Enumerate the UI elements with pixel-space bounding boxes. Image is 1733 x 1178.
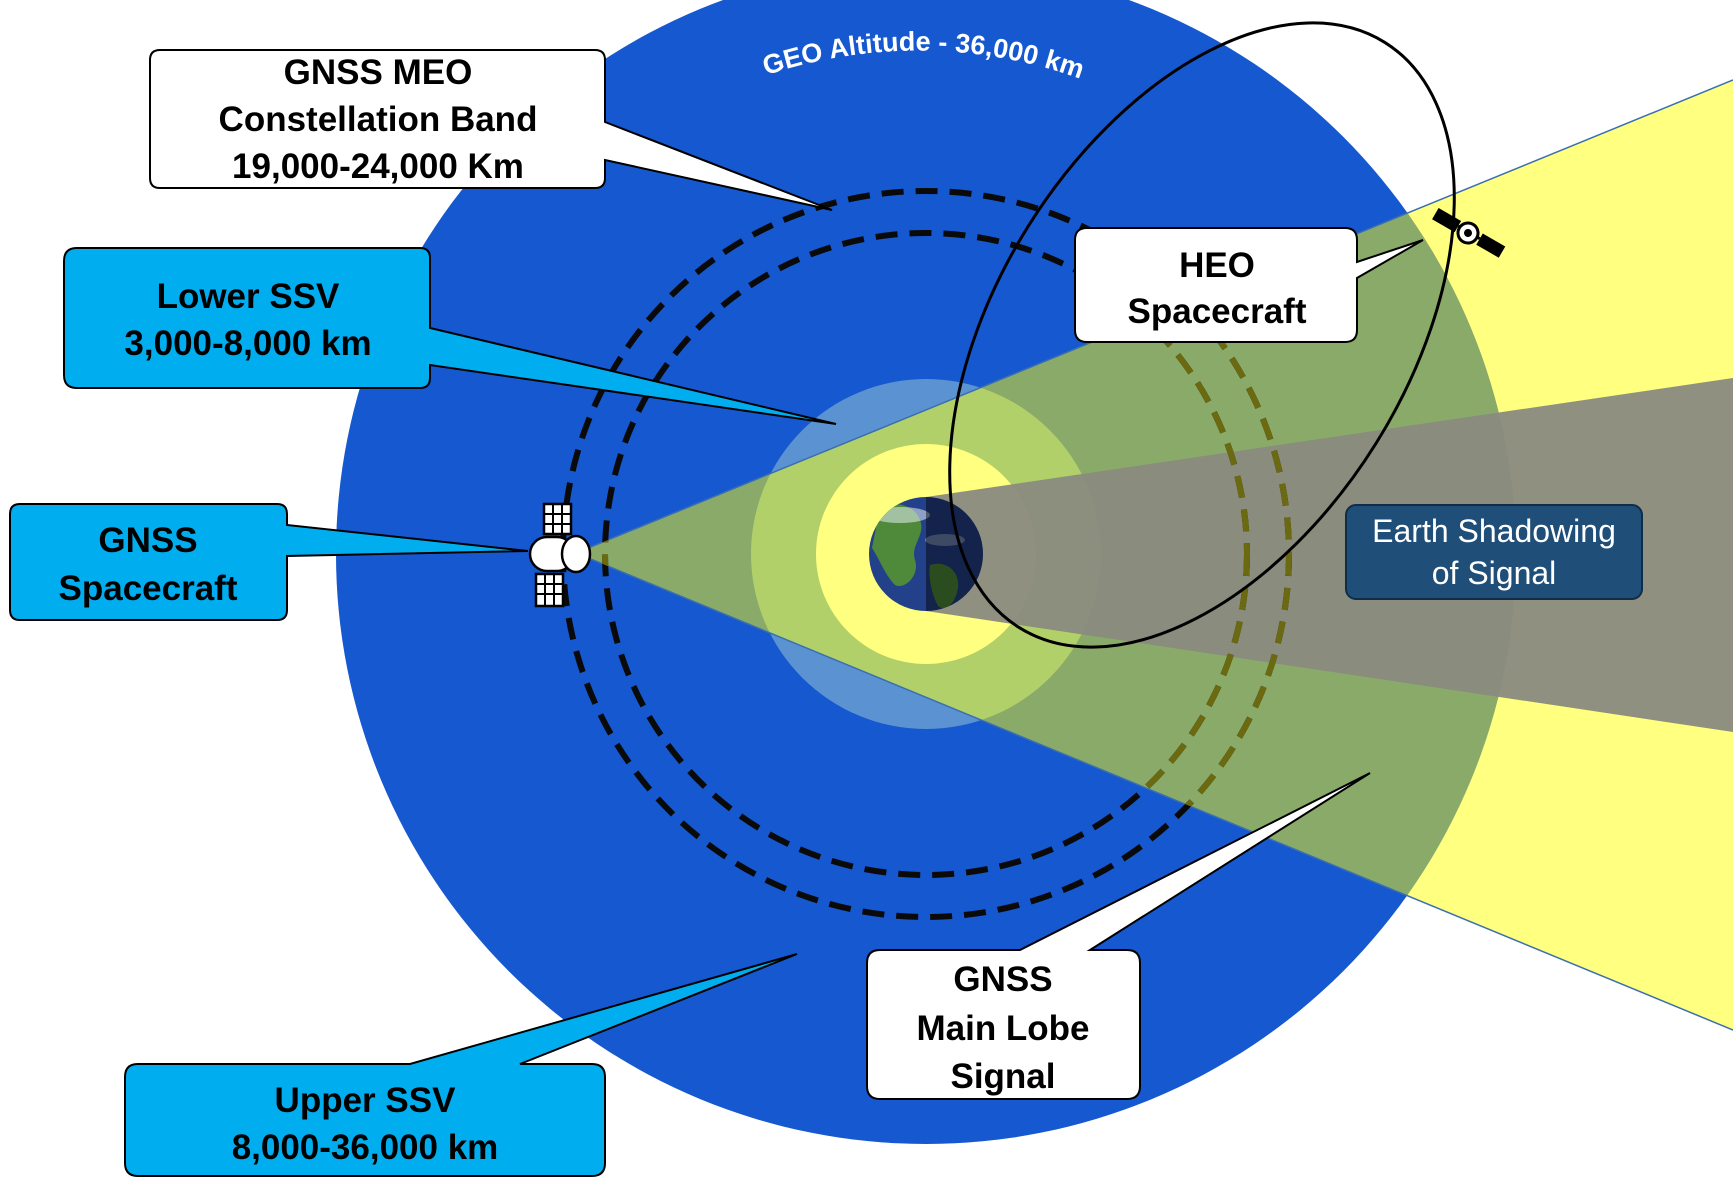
- heo-spacecraft-line-1: HEO: [1179, 246, 1255, 285]
- callout-meo-band: GNSS MEO Constellation Band 19,000-24,00…: [149, 49, 833, 211]
- main-lobe-line-3: Signal: [950, 1057, 1055, 1096]
- callout-gnss-spacecraft: GNSS Spacecraft: [9, 503, 529, 621]
- lower-ssv-line-2: 3,000-8,000 km: [124, 324, 371, 363]
- upper-ssv-line-1: Upper SSV: [275, 1081, 457, 1120]
- main-lobe-line-1: GNSS: [953, 960, 1052, 999]
- callout-lower-ssv: Lower SSV 3,000-8,000 km: [63, 247, 837, 425]
- callout-upper-ssv: Upper SSV 8,000-36,000 km: [124, 953, 798, 1177]
- heo-orbit: [948, 21, 1456, 649]
- earth-shadowing-line-2: of Signal: [1432, 555, 1557, 591]
- callout-main-lobe: GNSS Main Lobe Signal: [866, 772, 1371, 1100]
- heo-spacecraft-line-2: Spacecraft: [1128, 292, 1307, 331]
- meo-band-line-3: 19,000-24,000 Km: [232, 147, 524, 186]
- main-lobe-line-2: Main Lobe: [916, 1009, 1089, 1048]
- upper-ssv-line-2: 8,000-36,000 km: [232, 1128, 499, 1167]
- lower-ssv-line-1: Lower SSV: [157, 277, 340, 316]
- callout-heo-spacecraft: HEO Spacecraft: [1074, 227, 1424, 343]
- earth-shadowing-line-1: Earth Shadowing: [1372, 513, 1616, 549]
- meo-band-line-2: Constellation Band: [219, 100, 538, 139]
- beam-edge-lower: [575, 552, 1733, 1031]
- gnss-spacecraft-line-2: Spacecraft: [59, 569, 238, 608]
- gnss-satellite-icon: [528, 502, 592, 608]
- label-earth-shadowing: Earth Shadowing of Signal: [1345, 504, 1643, 600]
- meo-band-line-1: GNSS MEO: [284, 53, 473, 92]
- heo-satellite-icon: [1432, 207, 1506, 258]
- gnss-spacecraft-line-1: GNSS: [98, 521, 197, 560]
- earth-shadow-cone: [926, 378, 1733, 732]
